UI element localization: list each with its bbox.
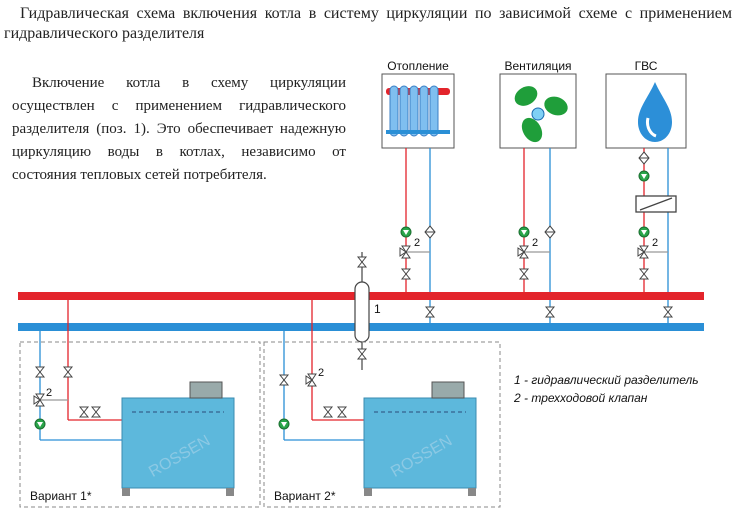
boiler-unit: ROSSEN bbox=[121, 381, 235, 496]
fan-icon bbox=[514, 86, 568, 143]
legend-item: 2 - трехходовой клапан bbox=[513, 391, 648, 405]
variant-2-label: Вариант 2* bbox=[274, 489, 336, 503]
valve-number-label: 2 bbox=[532, 237, 538, 249]
consumer-ventilation-label: Вентиляция bbox=[504, 59, 571, 73]
valve-number-label: 2 bbox=[318, 367, 324, 379]
variant-1: 2 ROSSEN Вариант 1* bbox=[19, 300, 261, 508]
consumer-heating: Отопление bbox=[381, 59, 455, 149]
legend-item: 1 - гидравлический разделитель bbox=[514, 373, 699, 387]
consumer-heating-label: Отопление bbox=[387, 59, 449, 73]
variant-1-label: Вариант 1* bbox=[30, 489, 92, 503]
separator-number-label: 1 bbox=[374, 302, 381, 316]
variant-2: 2 ROSSEN Вариант 2* bbox=[263, 300, 501, 508]
description-text: Включение котла в схему циркуляции осуще… bbox=[12, 75, 346, 183]
water-drop-icon bbox=[638, 82, 672, 142]
hydraulic-separator: 1 bbox=[354, 252, 381, 370]
page-title: Гидравлическая схема включения котла в с… bbox=[4, 5, 732, 42]
consumer-hot-water-label: ГВС bbox=[635, 59, 658, 73]
consumer-hot-water: ГВС bbox=[605, 59, 687, 149]
valve-number-label: 2 bbox=[652, 237, 658, 249]
branch-fittings: 2 2 2 bbox=[399, 151, 673, 318]
valve-number-label: 2 bbox=[414, 237, 420, 249]
boiler-unit: ROSSEN bbox=[363, 381, 477, 496]
consumer-ventilation: Вентиляция bbox=[499, 59, 577, 149]
radiator-icon bbox=[386, 85, 450, 137]
legend: 1 - гидравлический разделитель 2 - трехх… bbox=[513, 373, 699, 405]
valve-number-label: 2 bbox=[46, 387, 52, 399]
